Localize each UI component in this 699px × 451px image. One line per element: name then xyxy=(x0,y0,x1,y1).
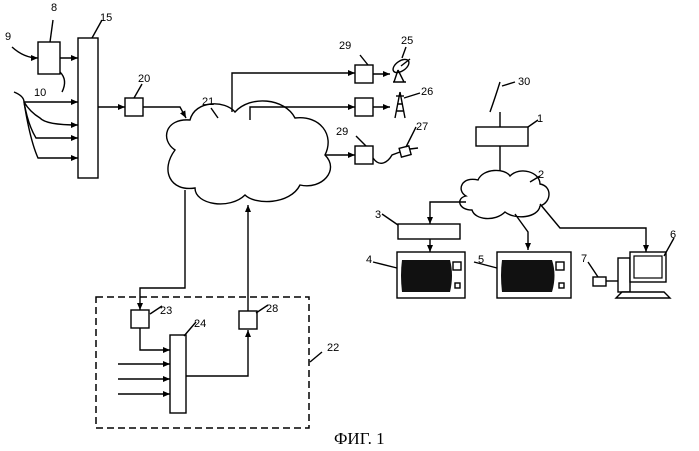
label-29b: 29 xyxy=(336,126,348,138)
block-20 xyxy=(125,98,143,116)
leader-25 xyxy=(402,47,406,58)
label-8: 8 xyxy=(51,2,57,14)
leader-22 xyxy=(310,352,322,362)
leader-4 xyxy=(373,262,397,268)
label-4: 4 xyxy=(366,254,372,266)
label-24: 24 xyxy=(194,318,206,330)
line-20-21 xyxy=(143,107,186,118)
subsystem-22 xyxy=(96,297,309,428)
line-21-23 xyxy=(140,190,185,310)
block-23 xyxy=(131,310,149,328)
label-22: 22 xyxy=(327,342,339,354)
block-3 xyxy=(398,224,460,239)
block-24 xyxy=(170,335,186,413)
leader-26 xyxy=(404,93,420,98)
label-7: 7 xyxy=(581,253,587,265)
leader-29a xyxy=(360,55,368,65)
line-24-28 xyxy=(186,330,248,376)
input-9 xyxy=(12,47,38,58)
label-1: 1 xyxy=(537,113,543,125)
label-20: 20 xyxy=(138,73,150,85)
label-23: 23 xyxy=(160,305,172,317)
label-29a: 29 xyxy=(339,40,351,52)
satellite-dish-icon xyxy=(391,57,411,82)
figure-caption: ФИГ. 1 xyxy=(334,429,385,448)
leader-27 xyxy=(406,127,416,147)
label-26: 26 xyxy=(421,86,433,98)
block-8 xyxy=(38,42,60,74)
line-23-24 xyxy=(140,328,170,350)
mouse-icon xyxy=(593,277,618,286)
block-28 xyxy=(239,311,257,329)
network-cloud-2 xyxy=(460,170,549,218)
leader-29b xyxy=(356,136,366,146)
label-21: 21 xyxy=(202,96,214,108)
label-28: 28 xyxy=(266,303,278,315)
network-cloud-21 xyxy=(167,101,331,204)
leader-20 xyxy=(134,84,142,98)
line-2-6 xyxy=(540,204,646,252)
input-arrow-3 xyxy=(24,102,78,138)
tv-icon-5 xyxy=(497,252,571,298)
label-2: 2 xyxy=(538,169,544,181)
tv-icon xyxy=(397,252,465,298)
label-15: 15 xyxy=(100,12,112,24)
antenna-icon xyxy=(490,82,500,112)
block-26-box xyxy=(355,98,373,116)
computer-icon xyxy=(616,252,670,298)
label-10: 10 xyxy=(34,87,46,99)
input-arrow-2 xyxy=(24,102,78,125)
input-bracket-10 xyxy=(14,92,24,102)
cable-plug-icon xyxy=(373,146,418,163)
label-3: 3 xyxy=(375,209,381,221)
block-15 xyxy=(78,38,98,178)
transmission-tower-icon xyxy=(395,92,405,118)
leader-30 xyxy=(502,82,515,86)
label-30: 30 xyxy=(518,76,530,88)
leader-10 xyxy=(60,72,65,92)
block-29a xyxy=(355,65,373,83)
label-5: 5 xyxy=(478,254,484,266)
line-2-5 xyxy=(515,214,528,250)
leader-3 xyxy=(382,214,398,225)
label-6: 6 xyxy=(670,229,676,241)
label-27: 27 xyxy=(416,121,428,133)
block-1 xyxy=(476,127,528,146)
block-29b xyxy=(355,146,373,164)
leader-8 xyxy=(50,20,53,42)
leader-7 xyxy=(588,262,598,277)
label-9: 9 xyxy=(5,31,11,43)
label-25: 25 xyxy=(401,35,413,47)
